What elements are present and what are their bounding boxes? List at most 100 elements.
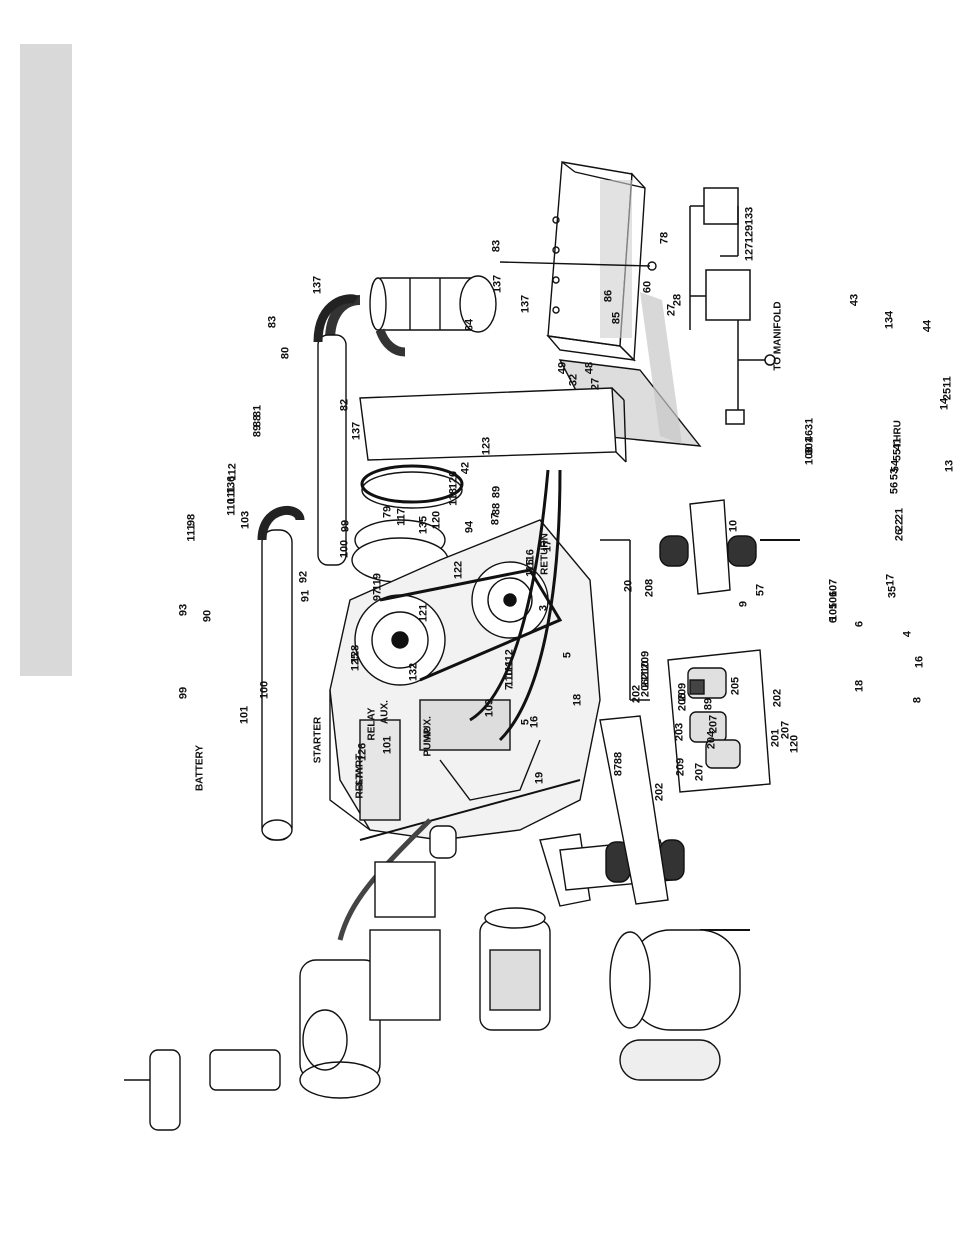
callout-label: 27	[665, 303, 678, 317]
air-cleaner	[325, 275, 497, 357]
callout-label: 16	[913, 655, 926, 669]
callout-label: STARTER	[312, 716, 324, 764]
callout-label: 89	[490, 485, 503, 499]
callout-label: 94	[463, 520, 476, 534]
callout-label: 122	[452, 560, 465, 580]
callout-label: 137	[491, 274, 504, 294]
callout-label: 18	[853, 679, 866, 693]
callout-label: 8	[911, 696, 924, 704]
wiring-schematic	[600, 187, 776, 701]
callout-label: 202	[771, 688, 784, 708]
callout-label: 48	[583, 361, 596, 375]
callout-label: 44	[921, 319, 934, 333]
callout-label: 118	[447, 488, 460, 506]
callout-label: 56	[888, 481, 901, 495]
callout-label: 5	[561, 651, 574, 659]
callout-label: 115	[524, 559, 537, 577]
callout-label: 16	[528, 715, 541, 729]
battery-box	[499, 161, 657, 362]
callout-label: 206	[676, 692, 689, 712]
callout-label: 129	[743, 224, 756, 244]
callout-label: 127	[743, 242, 756, 262]
engine-block	[329, 519, 601, 841]
callout-label: 17	[884, 573, 897, 587]
callout-label: 123	[480, 436, 493, 456]
callout-label: 87	[489, 512, 502, 526]
callout-label: 204	[705, 730, 718, 750]
muffler	[299, 929, 441, 1099]
callout-label: 32	[567, 373, 580, 387]
callout-label: 31	[803, 417, 816, 431]
callout-label: 201	[769, 728, 782, 748]
callout-label: 89	[702, 697, 715, 711]
exhaust-pipes	[257, 294, 359, 841]
callout-label: 202	[653, 782, 666, 802]
callout-label: 86	[602, 289, 615, 303]
callout-label: 43	[848, 293, 861, 307]
callout-label: 14	[938, 397, 951, 411]
callout-label: 209	[674, 757, 687, 777]
callout-label: 78	[658, 231, 671, 245]
callout-label: 35	[886, 585, 899, 599]
callout-label: 85	[610, 311, 623, 325]
callout-label: 103	[239, 510, 252, 530]
callout-label: 42	[459, 461, 472, 475]
callout-label: 6	[853, 620, 866, 628]
callout-label: 125	[349, 652, 362, 672]
hydraulic-pump	[609, 929, 741, 1081]
callout-label: 137	[350, 421, 363, 441]
callout-label: BATTERY	[194, 744, 206, 792]
callout-label: 20	[622, 579, 635, 593]
callout-label: 99	[339, 519, 352, 533]
callout-label: 84	[463, 318, 476, 332]
callout-label: 83	[490, 239, 503, 253]
callout-label: 19	[533, 771, 546, 785]
callout-label: 80	[279, 346, 292, 360]
spark-arrestor	[124, 1049, 281, 1131]
callout-label: 207	[693, 762, 706, 782]
callout-label: 121	[417, 603, 430, 623]
callout-label: 203	[673, 722, 686, 742]
callout-label: 89	[251, 424, 264, 438]
callout-label: 88	[612, 751, 625, 765]
callout-label: 205	[729, 676, 742, 696]
callout-label: 137	[519, 294, 532, 314]
callout-label: 3	[537, 604, 550, 612]
callout-label: 17	[541, 539, 554, 553]
fuel-tank	[359, 387, 627, 463]
callout-label: 120	[447, 470, 460, 490]
callout-label: 97	[371, 588, 384, 602]
callout-label: 120	[430, 510, 443, 530]
callout-label: 100	[338, 539, 351, 559]
callout-label: 60	[641, 280, 654, 294]
callout-label: PUMP	[422, 727, 434, 757]
callout-label: 11	[941, 376, 954, 388]
callout-label: RELAY	[366, 707, 378, 741]
callout-label: 57	[754, 583, 767, 597]
callout-label: 101	[381, 735, 394, 755]
callout-label: 137	[311, 275, 324, 295]
callout-label: 91	[299, 589, 312, 603]
callout-label: 120	[788, 734, 801, 754]
page-edge-tab	[20, 44, 72, 676]
callout-label: 109	[483, 698, 496, 718]
callout-label: 82	[338, 398, 351, 412]
callout-label: 133	[743, 206, 756, 226]
callout-label: 9	[737, 600, 750, 608]
engine-mounts	[539, 499, 800, 931]
callout-label: TO MANIFOLD	[772, 301, 784, 371]
callout-label: 134	[883, 310, 896, 330]
callout-label: 49	[556, 361, 569, 375]
callout-label: 93	[177, 603, 190, 617]
callout-label: 117	[395, 508, 408, 526]
callout-label: 6	[827, 616, 840, 624]
solenoid-panel	[667, 649, 771, 793]
callout-label: 18	[571, 693, 584, 707]
callout-label: 135	[417, 515, 430, 535]
callout-label: 108	[803, 446, 816, 466]
callout-label: 90	[201, 609, 214, 623]
callout-label: 79	[381, 505, 394, 519]
